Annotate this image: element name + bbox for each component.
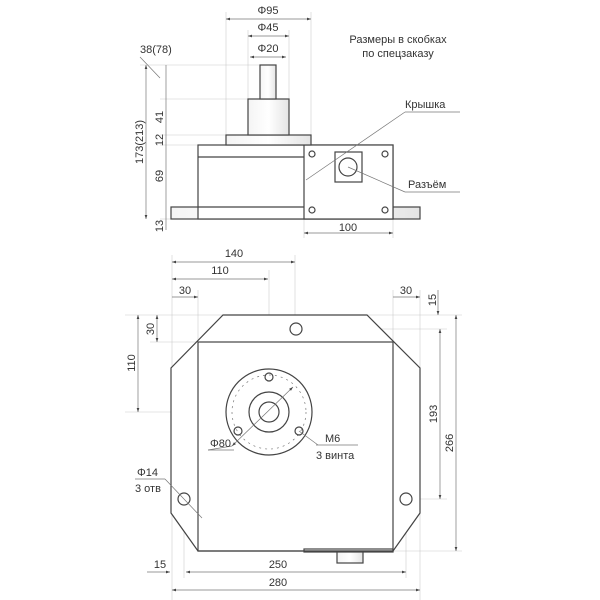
label-3-screws: 3 винта	[316, 450, 355, 462]
dim-12: 12	[154, 134, 166, 146]
connector-square	[334, 151, 363, 183]
inner-body	[197, 341, 394, 552]
dim-250: 250	[269, 559, 287, 571]
bolt-circle	[231, 374, 307, 450]
screw-hole-icon	[294, 426, 304, 436]
mount-hole-top	[289, 322, 303, 336]
dim-100: 100	[339, 222, 357, 234]
dim-173: 173(213)	[134, 120, 146, 164]
note-line1: Размеры в скобках	[349, 34, 447, 46]
dim-30-right: 30	[400, 285, 412, 297]
dim-15-top: 15	[427, 294, 439, 306]
dim-110v: 110	[126, 354, 138, 372]
flange-circle	[225, 368, 313, 456]
cylinder	[247, 98, 290, 136]
dim-15-bottom: 15	[154, 559, 166, 571]
label-d14: Φ14	[137, 467, 158, 479]
label-connector: Разъём	[408, 179, 446, 191]
label-3-holes: 3 отв	[135, 483, 161, 495]
connector-icon	[338, 157, 358, 177]
label-m6: M6	[325, 433, 340, 445]
dim-d95: Φ95	[257, 5, 278, 17]
dim-280: 280	[269, 577, 287, 589]
connector-plug	[336, 551, 364, 564]
flange	[225, 134, 312, 146]
dim-140: 140	[225, 248, 243, 260]
screw-icons	[308, 150, 389, 214]
bottom-view: 140 110 30 30 15 110 30 193 266 Φ80 M6 3…	[125, 248, 462, 600]
mount-hole-right	[399, 492, 413, 506]
dim-38: 38(78)	[140, 44, 172, 56]
dim-69: 69	[154, 170, 166, 182]
label-cover: Крышка	[405, 99, 446, 111]
note-line2: по спецзаказу	[362, 48, 434, 60]
screw-hole-icon	[264, 372, 274, 382]
dim-d45: Φ45	[257, 22, 278, 34]
dim-d20: Φ20	[257, 43, 278, 55]
dim-41: 41	[154, 111, 166, 123]
dim-d80: Φ80	[210, 438, 231, 450]
dim-13: 13	[154, 220, 166, 232]
mount-hole-left	[177, 492, 191, 506]
dim-30v: 30	[145, 323, 157, 335]
dim-30-left: 30	[179, 285, 191, 297]
top-view: Φ95 Φ45 Φ20 38(78) Размеры в скобках по …	[134, 5, 460, 238]
shaft	[259, 64, 277, 100]
dim-110h: 110	[211, 265, 229, 277]
dim-266: 266	[444, 434, 456, 452]
dim-193: 193	[428, 405, 440, 423]
